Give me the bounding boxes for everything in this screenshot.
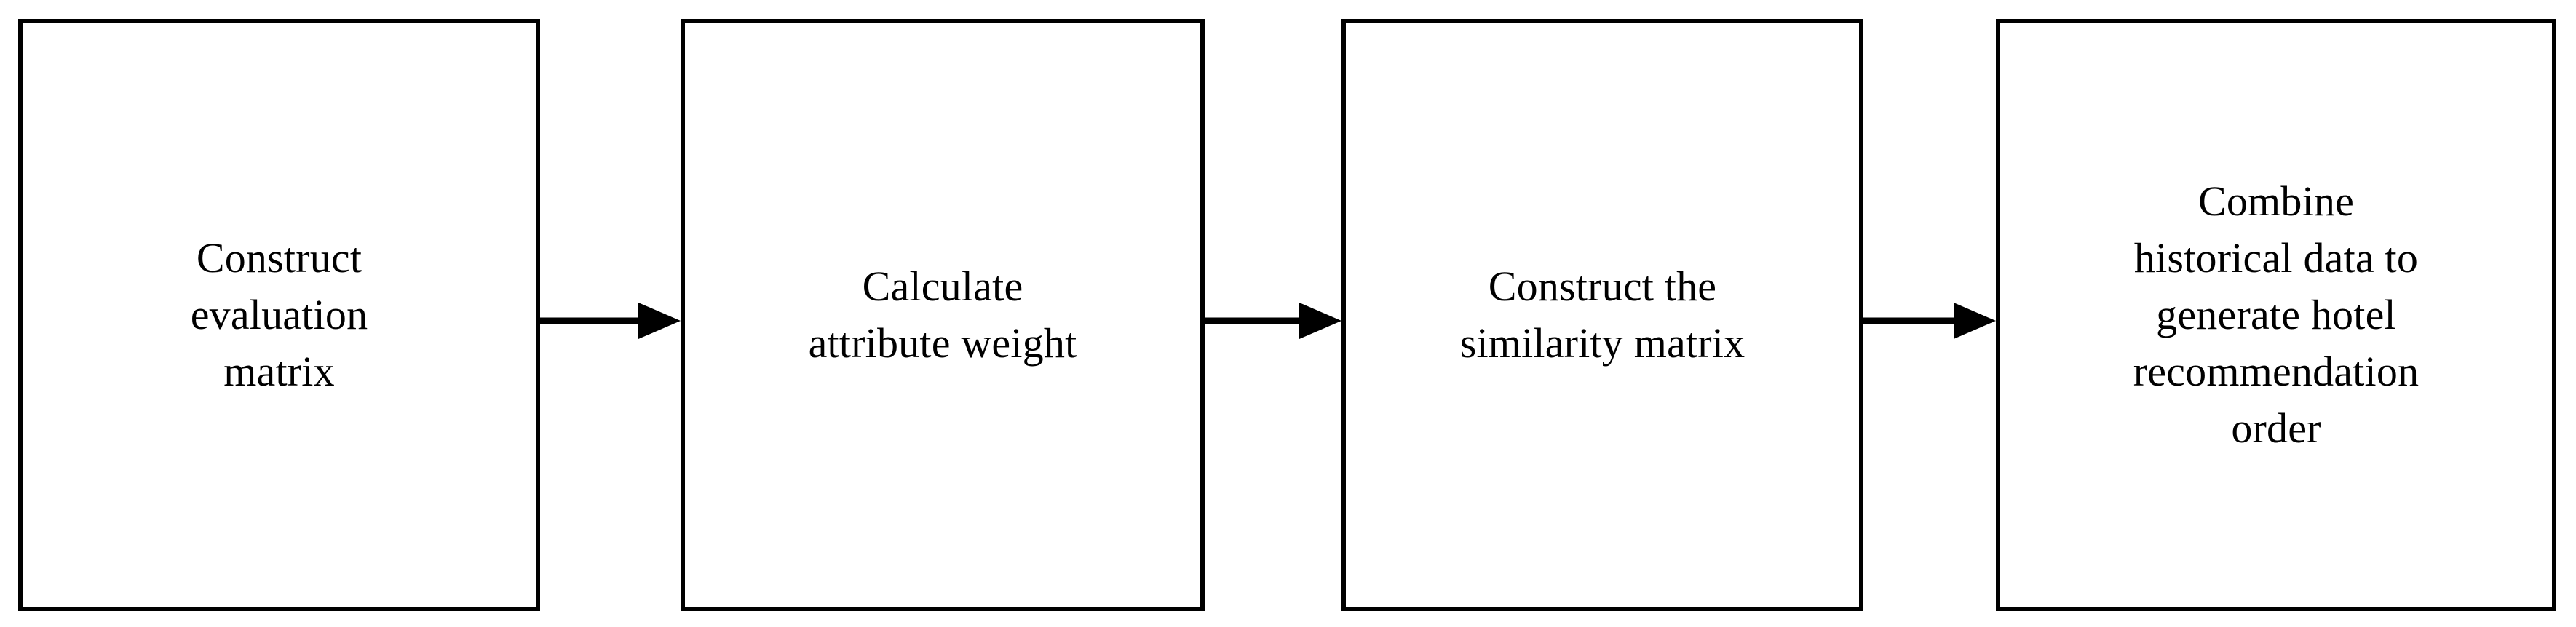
- flow-node-construct-evaluation-matrix[interactable]: Construct evaluation matrix: [18, 19, 540, 611]
- flow-edge-2: [1205, 299, 1341, 343]
- flow-node-label: Combine historical data to generate hote…: [2133, 177, 2420, 452]
- flow-node-label: Calculate attribute weight: [808, 263, 1077, 367]
- arrow-right-icon: [1863, 303, 1996, 339]
- flow-node-label: Construct evaluation matrix: [190, 234, 368, 395]
- flow-edge-3: [1863, 299, 1996, 343]
- flow-node-label: Construct the similarity matrix: [1459, 263, 1745, 367]
- flow-edge-1: [540, 299, 681, 343]
- arrow-right-icon: [540, 303, 681, 339]
- flow-node-calculate-attribute-weight[interactable]: Calculate attribute weight: [681, 19, 1205, 611]
- flow-node-generate-hotel-recommendation-order[interactable]: Combine historical data to generate hote…: [1996, 19, 2556, 611]
- arrow-right-icon: [1205, 303, 1341, 339]
- flow-node-construct-similarity-matrix[interactable]: Construct the similarity matrix: [1341, 19, 1863, 611]
